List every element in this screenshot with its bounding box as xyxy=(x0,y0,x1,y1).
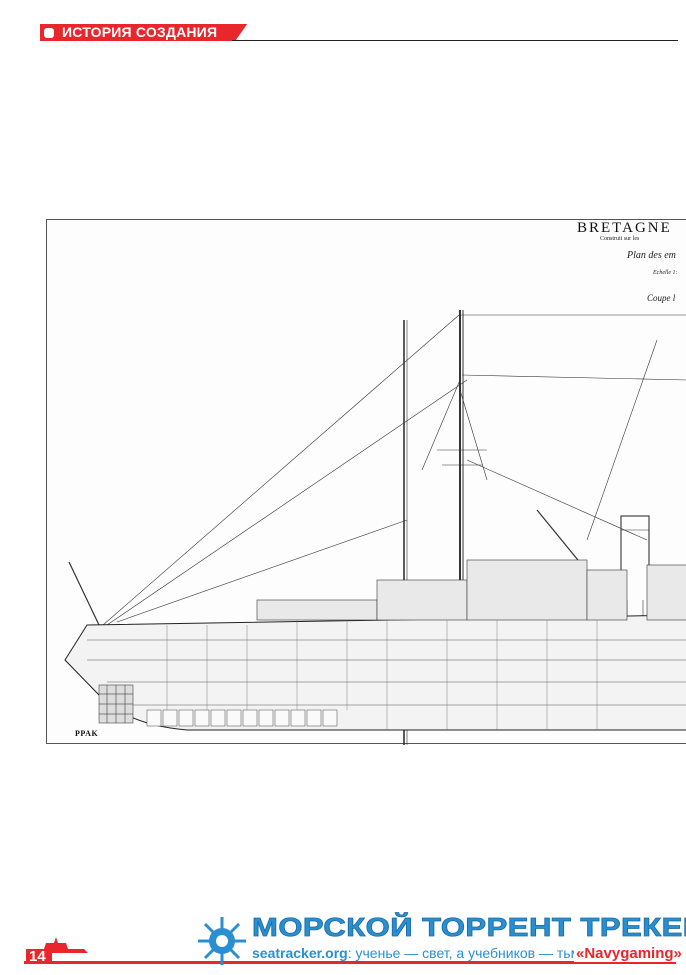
drawing-scale-caption: Echelle 1: xyxy=(653,270,678,276)
footer-brand: МОРСКОЙ ТОРРЕНТ ТРЕКЕР xyxy=(252,912,686,943)
section-header: ИСТОРИЯ СОЗДАНИЯ xyxy=(40,24,247,41)
header-bullet-icon xyxy=(44,28,54,38)
drawing-title: BRETAGNE xyxy=(577,220,672,236)
header-rule xyxy=(232,40,678,41)
ship-blueprint: BRETAGNE Construit sur les Plan des em E… xyxy=(46,219,686,745)
section-title: ИСТОРИЯ СОЗДАНИЯ xyxy=(62,24,218,40)
drawing-subtitle: Construit sur les xyxy=(600,236,640,242)
footer-partner: «Navygaming» xyxy=(574,945,682,962)
drawing-plan-caption: Plan des em xyxy=(627,250,676,261)
page-number: 14 xyxy=(26,949,52,964)
footer-rule xyxy=(24,961,676,964)
footer-url[interactable]: seatracker.org xyxy=(252,945,348,961)
drawing-section-caption: Coupe l xyxy=(647,293,676,303)
footer-motto: : ученье — свет, а учебников — тьма xyxy=(347,945,588,961)
sun-wheel-logo-icon xyxy=(198,917,246,965)
blueprint-drawing xyxy=(64,310,686,745)
footer-url-line: seatracker.org: ученье — свет, а учебник… xyxy=(252,945,588,961)
archive-stamp: PPAK xyxy=(75,729,99,738)
